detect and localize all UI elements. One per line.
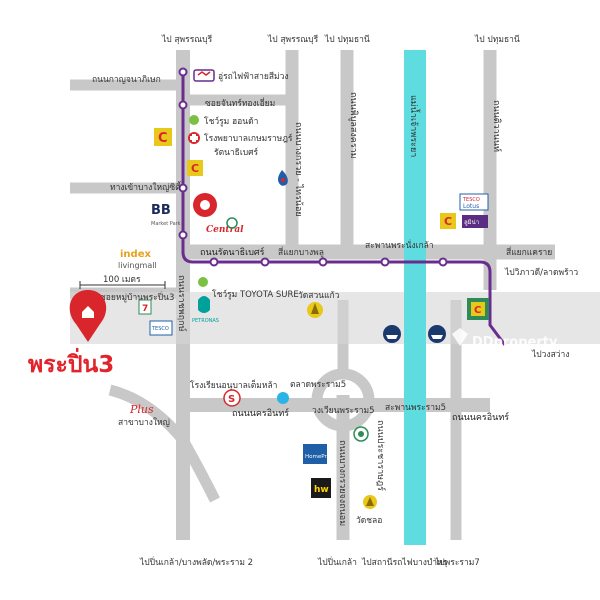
label-phra-nangklao-bridge: สะพานพระนั่งเกล้า — [365, 239, 434, 251]
temple-icon — [307, 302, 323, 318]
project-name: พระปิ่น3 — [28, 347, 114, 378]
top-dest-2: ไป สุพรรณบุรี — [267, 34, 319, 45]
label-soi-mooban: ซอยหมู่บ้านพระปิ่น3 — [100, 291, 174, 303]
scale-label: 100 เมตร — [103, 275, 141, 285]
hospital-icon — [188, 132, 200, 144]
label-nakhon-in-right: ถนนนครอินทร์ — [452, 411, 509, 423]
homepro-logo-icon: HomePro — [303, 444, 331, 464]
label-rama5-bridge: สะพานพระราม5 — [385, 403, 446, 413]
temple-2-icon — [353, 426, 369, 442]
svg-text:hw: hw — [314, 485, 329, 495]
ferry-2-icon — [428, 325, 446, 343]
label-index-sub: livingmall — [118, 261, 157, 270]
label-pracharat: ถนนประชาราษฎร์ — [375, 420, 387, 491]
purple-line-stations — [178, 67, 448, 267]
label-bang-phlu: สี่แยกบางพลู — [278, 246, 324, 258]
top-dest-3: ไป ปทุมธานี — [324, 34, 370, 45]
top-dest-4: ไป ปทุมธานี — [474, 34, 520, 45]
label-hospital-2: รัตนาธิเบศร์ — [214, 147, 259, 158]
label-top-left-road: ถนนกาญจนาภิเษก — [92, 75, 161, 85]
tops-icon: ลูมิน่า — [462, 215, 488, 228]
svg-text:TESCO: TESCO — [151, 326, 169, 332]
location-pin-icon — [69, 290, 107, 342]
svg-text:TESCO: TESCO — [462, 197, 480, 203]
tesco-lotus-icon: TESCO Lotus — [459, 193, 489, 211]
label-chao-phraya: แม่น้ำเจ้าพระยา — [408, 95, 421, 157]
label-toyota-sure: โชว์รูม TOYOTA SURE — [212, 289, 299, 300]
label-phiboonsongkhram: ถนนพิบูลสงคราม — [348, 92, 359, 159]
label-bang-yai-market: ตลาดพระราม5 — [290, 380, 346, 390]
label-bang-krasor: สี่แยกแคราย — [506, 246, 552, 258]
seven-eleven-icon: 7 — [138, 299, 152, 315]
label-mrt-depot: อู่รถไฟฟ้าสายสีม่วง — [218, 71, 289, 82]
label-rattanathibet: ถนนรัตนาธิเบศร์ — [200, 246, 265, 258]
hw-logo-icon: hw — [311, 478, 331, 498]
top-dest-1: ไป สุพรรณบุรี — [161, 34, 213, 45]
label-lat-phrao: ไปวิภาวดี/ลาดพร้าว — [504, 267, 578, 278]
label-petronas: PETRONAS — [192, 318, 219, 324]
label-school: โรงเรียนอนุบาลเต็มหล้า — [190, 379, 277, 391]
label-wat-chalo: วัดชลอ — [356, 516, 382, 526]
ferry-icon — [383, 325, 401, 343]
chao-phraya-river — [404, 50, 426, 545]
s-logo-icon: S — [223, 389, 241, 407]
label-plus: Plus — [129, 403, 154, 416]
bottom-dest-3: ไปสถานีรถไฟบางบำหรุ — [361, 557, 448, 568]
wat-chalo-icon — [363, 495, 377, 509]
label-bb: BB — [151, 203, 171, 218]
big-c-right-icon: C — [440, 213, 456, 229]
tesco-small-icon: TESCO — [149, 320, 173, 336]
label-kanchanaphisek-vertical: ถนนราชพฤกษ์ — [176, 275, 188, 332]
label-bangkruai-jongthanom: ถนนบางกรวยจงถนอม — [337, 440, 347, 526]
central-sub-icon — [226, 217, 238, 229]
market-dot-icon — [277, 392, 289, 404]
big-c-extra-icon: C — [467, 298, 489, 320]
label-bang-yai-branch: สาขาบางใหญ่ — [118, 417, 170, 428]
label-ratchapruek-right: ถนนติวานนท์ — [491, 100, 503, 152]
petronas-icon — [198, 296, 210, 313]
ddproperty-watermark: DDproperty — [452, 328, 558, 350]
label-honda: โชว์รูม ฮอนด้า — [204, 116, 258, 127]
label-central: Central — [206, 225, 244, 235]
label-soi-chinnakhet: ซอยจันทร์ทองเอี่ยม — [205, 97, 275, 109]
svg-text:Lotus: Lotus — [463, 203, 479, 210]
label-soi-bangyai: ทางเข้าบางใหญ่ซิตี้ — [110, 181, 182, 193]
label-rama5-circle: วงเวียนพระราม5 — [312, 405, 374, 416]
central-logo-icon — [193, 193, 217, 217]
label-index: index — [120, 249, 151, 260]
label-wat-suan-kaew: วัดสวนแก้ว — [298, 290, 340, 301]
honda-showroom-icon — [189, 115, 199, 125]
label-bangkruai-sainoi: ถนนบางกรวย - ไทรน้อย — [293, 122, 304, 217]
road-bottom-curve — [108, 384, 220, 503]
label-wong-sawang: ไปวงสว่าง — [531, 349, 569, 360]
toyota-sure-icon — [198, 277, 208, 287]
svg-text:C: C — [191, 162, 199, 175]
svg-text:7: 7 — [142, 304, 148, 314]
svg-text:DDproperty: DDproperty — [472, 335, 558, 350]
bottom-dest-4: ไปพระราม7 — [434, 557, 480, 568]
big-c-logo-2-icon: C — [187, 160, 203, 176]
svg-text:ลูมิน่า: ลูมิน่า — [464, 219, 479, 226]
bottom-dest-1: ไปปิ่นเกล้า/บางพลัด/พระราม 2 — [139, 556, 253, 568]
big-c-logo-icon: C — [154, 128, 172, 146]
svg-text:HomePro: HomePro — [305, 454, 331, 460]
label-nakhon-in-left: ถนนนครอินทร์ — [232, 407, 289, 419]
mrt-logo-icon — [193, 69, 215, 82]
purple-line — [181, 68, 507, 346]
bottom-dest-2: ไปปิ่นเกล้า — [317, 556, 357, 568]
label-hospital: โรงพยาบาลเกษมราษฎร์ — [204, 133, 293, 144]
label-bb-sub: Market Park — [151, 221, 181, 227]
ptt-station-icon — [278, 170, 288, 186]
svg-text:C: C — [158, 131, 168, 146]
scale-bar — [79, 281, 166, 289]
svg-text:S: S — [228, 394, 235, 405]
svg-text:C: C — [444, 215, 452, 228]
svg-text:C: C — [474, 305, 481, 316]
